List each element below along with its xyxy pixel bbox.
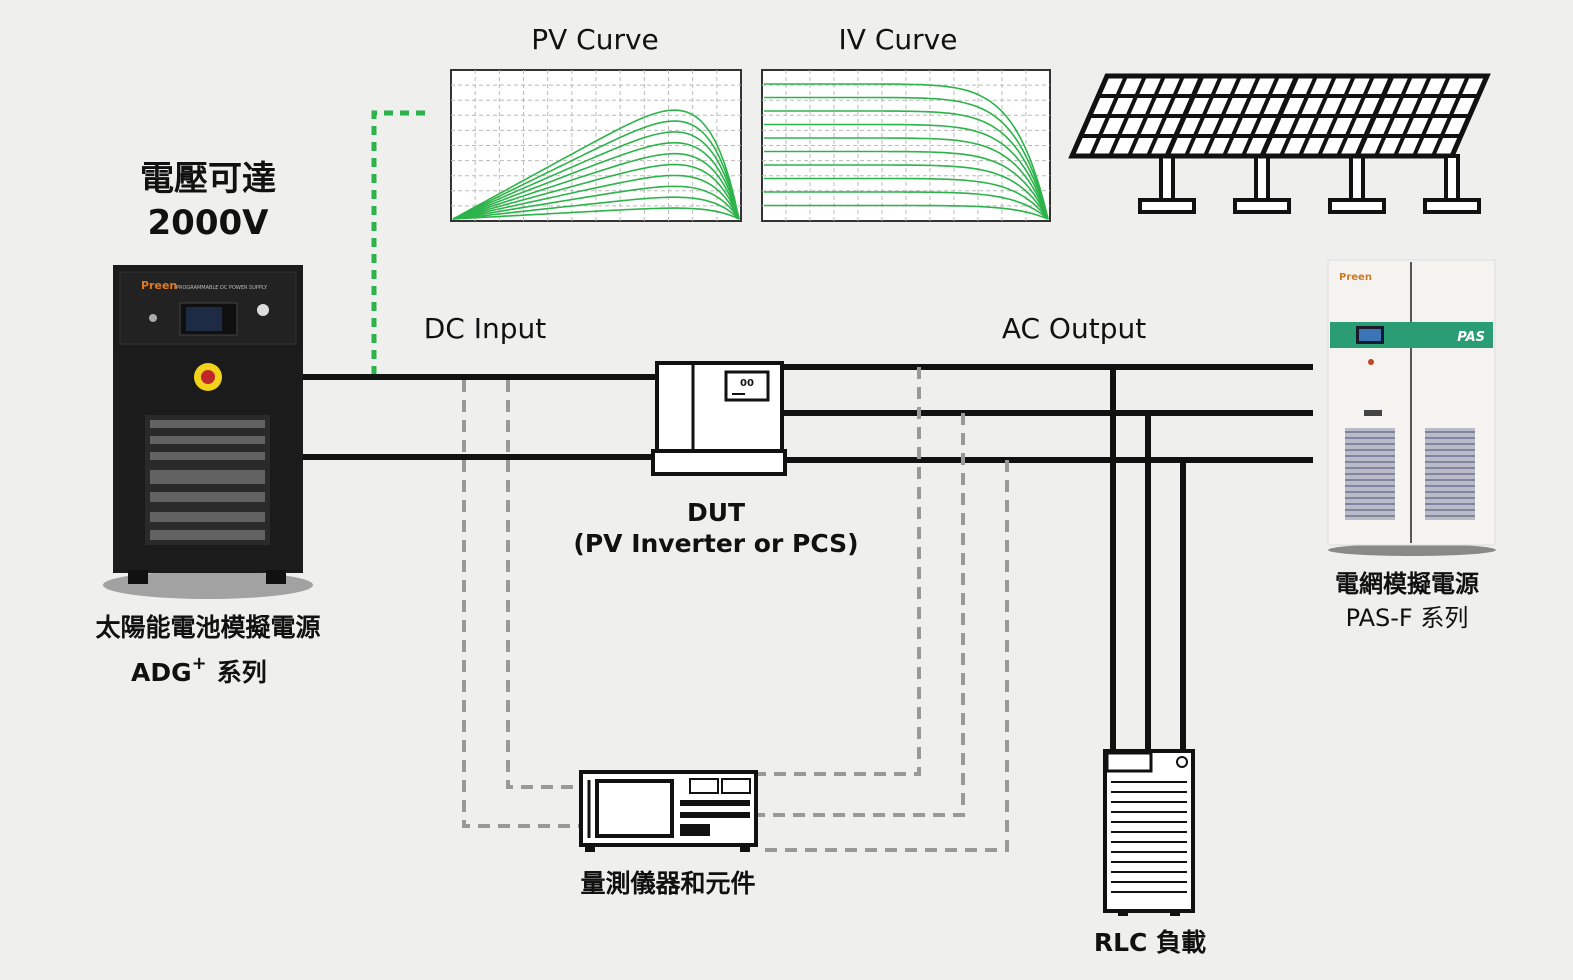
solar-panel (1068, 73, 1206, 214)
iv-curve-line (764, 191, 1049, 220)
pv-curve-chart (450, 69, 742, 222)
grid-simulator-name: 電網模擬電源 (1335, 570, 1479, 598)
iv-curve-line (764, 164, 1049, 220)
pv-curve-line (452, 196, 740, 220)
iv-curve-line (764, 177, 1049, 220)
solar-simulator-cabinet: Preen PROGRAMMABLE DC POWER SUPPLY (103, 265, 313, 599)
pv-curve-line (452, 109, 740, 220)
iv-curve-line (764, 204, 1049, 220)
solar-panel-text: PROGRAMMABLE DC POWER SUPPLY (176, 285, 268, 291)
pv-curve-line (452, 207, 740, 220)
solar-panel (1353, 73, 1491, 214)
iv-curve-title: IV Curve (839, 23, 958, 56)
pv-curve-line (452, 142, 740, 220)
pv-curve-line (452, 131, 740, 220)
ac-output-label: AC Output (1002, 312, 1146, 345)
pv-curve-line (452, 163, 740, 220)
power-analyzer-icon (579, 770, 758, 852)
grid-badge: PAS (1457, 330, 1485, 345)
measurement-dashed-wires (462, 367, 1009, 852)
dut-subtitle: (PV Inverter or PCS) (573, 529, 858, 558)
power-wires (303, 364, 1313, 752)
dut-title: DUT (687, 498, 745, 527)
iv-curve-line (764, 123, 1049, 220)
headline-line1: 電壓可達 (140, 159, 276, 199)
rlc-load-icon (1103, 749, 1195, 916)
pv-curve-title: PV Curve (531, 23, 659, 56)
grid-simulator-cabinet: Preen PAS (1327, 259, 1496, 556)
pv-curve-line (452, 152, 740, 220)
iv-curve-line (764, 137, 1049, 220)
iv-curve-line (764, 150, 1049, 220)
measurement-label: 量測儀器和元件 (580, 869, 755, 898)
solar-brand-logo: Preen (141, 279, 177, 292)
iv-curve-line (764, 96, 1049, 220)
grid-simulator-series: PAS-F 系列 (1346, 604, 1469, 632)
solar-panel-array-icon (1068, 73, 1491, 214)
pv-curve-line (452, 185, 740, 220)
headline-line2: 2000V (148, 203, 270, 243)
rlc-load-label: RLC 負載 (1094, 928, 1206, 957)
solar-simulator-name: 太陽能電池模擬電源 (95, 613, 320, 642)
pv-curve-line (452, 120, 740, 220)
iv-curve-line (764, 83, 1049, 220)
pv-link-dotted-line (371, 110, 425, 375)
pv-curve-line (452, 174, 740, 220)
iv-curve-line (764, 110, 1049, 220)
dc-input-label: DC Input (424, 312, 547, 345)
svg-text:00: 00 (740, 378, 754, 389)
grid-brand-logo: Preen (1339, 272, 1372, 283)
dut-inverter-icon: 00 (651, 361, 787, 476)
iv-curve-chart (761, 69, 1051, 222)
solar-simulator-series: ADG+系列 (131, 653, 267, 687)
